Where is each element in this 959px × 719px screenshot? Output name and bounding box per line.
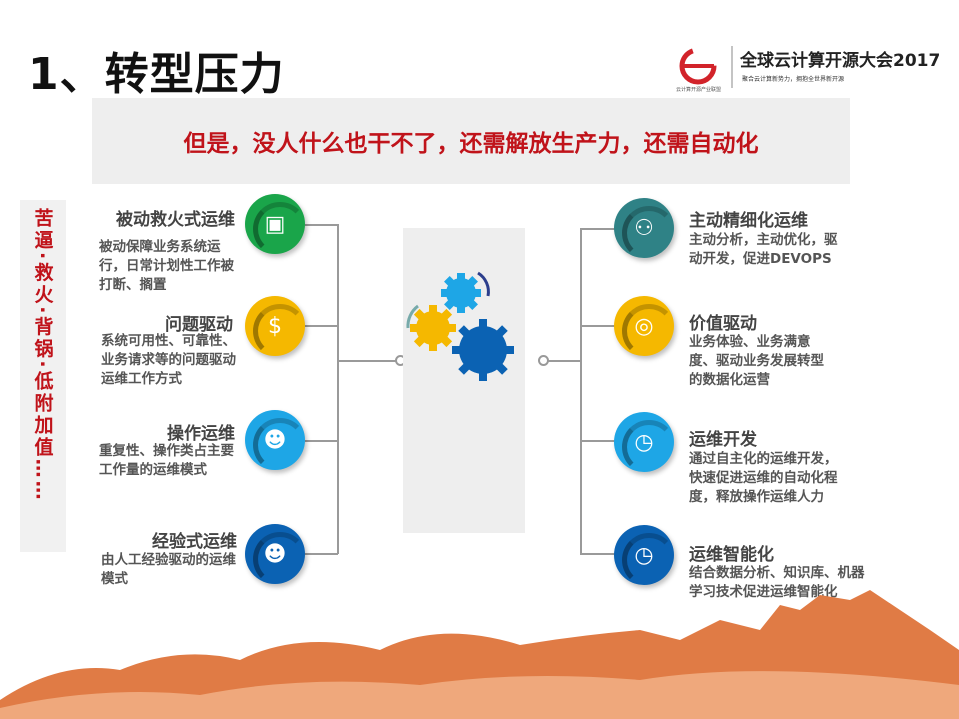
item-desc: 业务体验、业务满意度、驱动业务发展转型的数据化运营 [689, 334, 824, 388]
right-bracket [580, 228, 582, 554]
connector [548, 360, 581, 362]
head-gears-icon: ☻ [245, 410, 307, 472]
center-panel [403, 228, 525, 533]
logo-mark-icon [679, 46, 733, 88]
connector [580, 325, 615, 327]
item-title: 经验式运维 [152, 532, 237, 552]
item-desc: 被动保障业务系统运行，日常计划性工作被打断、搁置 [99, 239, 234, 293]
connector [580, 440, 615, 442]
connector [338, 360, 398, 362]
banner-text: 但是，没人什么也干不了，还需解放生产力，还需自动化 [183, 131, 759, 157]
item-desc: 系统可用性、可靠性、业务请求等的问题驱动运维工作方式 [101, 333, 236, 387]
connector [305, 440, 338, 442]
item-desc: 主动分析，主动优化，驱动开发，促进DEVOPS [689, 232, 838, 267]
item-title: 问题驱动 [165, 315, 233, 335]
item-title: 运维开发 [689, 430, 757, 450]
side-label-box: 苦逼·救火·背锅·低附加值…… [20, 200, 66, 552]
banner: 但是，没人什么也干不了，还需解放生产力，还需自动化 [92, 98, 850, 184]
item-desc: 通过自主化的运维开发，快速促进运维的自动化程度，释放操作运维人力 [689, 451, 838, 505]
money-box-icon: $ [245, 296, 307, 358]
side-label: 苦逼·救火·背锅·低附加值…… [31, 208, 54, 503]
item-desc: 重复性、操作类占主要工作量的运维模式 [99, 443, 234, 478]
logo-conference: 全球云计算开源大会2017 [740, 51, 941, 71]
presenter-icon: ▣ [245, 194, 307, 256]
cycle-icon: ◎ [614, 296, 676, 358]
logo-slogan: 聚合云计算新势力，拥抱全世界新开源 [742, 76, 845, 83]
connector-node [538, 355, 549, 366]
item-title: 运维智能化 [689, 545, 774, 565]
item-title: 价值驱动 [689, 314, 757, 334]
people-network-icon: ⚇ [614, 198, 676, 260]
clock-gear-icon: ◷ [614, 412, 676, 474]
logo-org: 云计算开源产业联盟 [676, 87, 722, 93]
connector [580, 228, 615, 230]
great-wall-illustration [0, 590, 959, 719]
item-desc: 结合数据分析、知识库、机器学习技术促进运维智能化 [689, 565, 865, 600]
head-gears-icon: ☻ [245, 524, 307, 586]
connector [305, 325, 338, 327]
connector [305, 224, 338, 226]
connector [305, 553, 338, 555]
clock-gear-icon: ◷ [614, 525, 676, 587]
item-title: 操作运维 [167, 424, 235, 444]
connector [580, 553, 615, 555]
conference-logo: 云计算开源产业联盟 全球云计算开源大会2017 聚合云计算新势力，拥抱全世界新开… [676, 44, 951, 96]
item-desc: 由人工经验驱动的运维模式 [101, 552, 236, 587]
slide-title: 1、转型压力 [28, 49, 285, 100]
gears-icon [406, 271, 514, 381]
item-title: 被动救火式运维 [116, 210, 235, 230]
left-bracket [337, 224, 339, 554]
item-title: 主动精细化运维 [689, 211, 808, 231]
